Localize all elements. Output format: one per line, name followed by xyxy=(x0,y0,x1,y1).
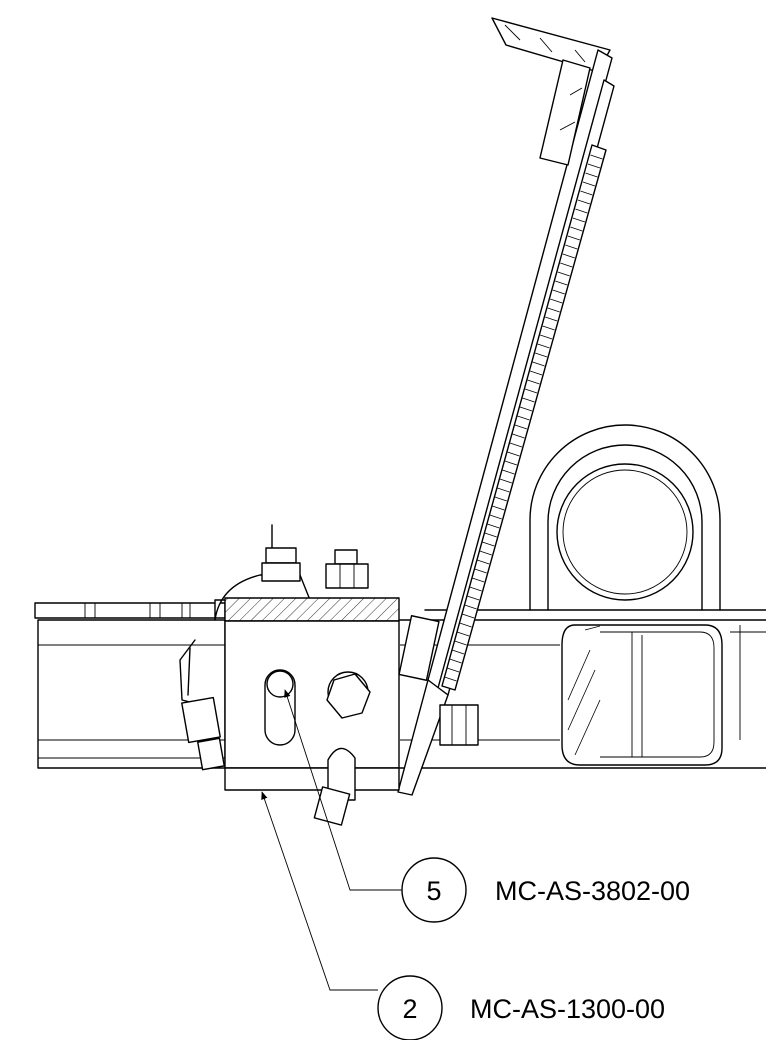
balloon-2-number: 2 xyxy=(402,994,417,1024)
serration-mark xyxy=(451,649,465,655)
serration-mark xyxy=(462,613,475,619)
callout-5: 5 MC-AS-3802-00 xyxy=(284,689,690,923)
serration-mark xyxy=(527,379,540,385)
pipe-clamp xyxy=(529,424,721,611)
serration-mark xyxy=(572,217,585,223)
serration-mark xyxy=(532,361,545,367)
right-block xyxy=(561,624,723,766)
serration-mark xyxy=(504,460,518,466)
clamp-block xyxy=(214,574,400,826)
serration-mark xyxy=(534,352,548,358)
serration-mark xyxy=(484,532,497,538)
serration-mark xyxy=(454,640,467,646)
serration-mark xyxy=(580,190,593,196)
serration-mark xyxy=(587,163,601,169)
serration-mark xyxy=(542,325,555,331)
serration-mark xyxy=(562,253,575,259)
serration-mark xyxy=(557,271,570,277)
serration-mark xyxy=(570,226,583,232)
balloon-2 xyxy=(377,975,443,1040)
serration-mark xyxy=(537,343,550,349)
serration-mark xyxy=(517,415,530,421)
serration-mark xyxy=(449,658,462,664)
serration-mark xyxy=(519,406,533,412)
top-bolts xyxy=(261,524,369,589)
serration-mark xyxy=(492,505,505,511)
serration-mark xyxy=(585,172,598,178)
serration-mark xyxy=(582,181,596,187)
serration-mark xyxy=(467,595,480,601)
serration-mark xyxy=(456,631,470,637)
serration-mark xyxy=(540,334,553,340)
serration-mark xyxy=(522,397,535,403)
serration-mark xyxy=(494,496,507,502)
left-bolt xyxy=(179,639,225,771)
callout-2: 2 MC-AS-1300-00 xyxy=(261,791,665,1040)
serration-mark xyxy=(565,244,578,250)
serration-mark xyxy=(502,469,515,475)
serration-mark xyxy=(524,388,538,394)
serration-mark xyxy=(474,568,487,574)
serration-mark xyxy=(577,199,591,205)
serration-mark xyxy=(555,280,568,286)
serration-mark xyxy=(567,235,580,241)
serration-mark xyxy=(550,298,563,304)
serration-mark xyxy=(472,577,485,583)
serration-mark xyxy=(464,604,477,610)
serration-mark xyxy=(477,559,490,565)
serration-mark xyxy=(509,442,523,448)
serration-mark xyxy=(514,424,528,430)
balloon-5 xyxy=(401,857,467,923)
serration-mark xyxy=(547,307,560,313)
serration-mark xyxy=(479,550,492,556)
serration-mark xyxy=(545,316,558,322)
serration-mark xyxy=(482,541,495,547)
serration-mark xyxy=(444,676,457,682)
serration-mark xyxy=(529,370,543,376)
serration-mark xyxy=(497,487,510,493)
serration-mark xyxy=(507,451,520,457)
serration-mark xyxy=(489,514,502,520)
serration-mark xyxy=(469,586,482,592)
plate-bolt xyxy=(398,615,479,746)
serration-mark xyxy=(499,478,513,484)
serration-mark xyxy=(487,523,500,529)
serration-mark xyxy=(552,289,565,295)
callout-5-part-number: MC-AS-3802-00 xyxy=(495,876,690,906)
angled-plate xyxy=(397,17,615,796)
serration-mark xyxy=(560,262,573,268)
serration-mark xyxy=(459,622,472,628)
serration-mark xyxy=(512,433,525,439)
balloon-5-number: 5 xyxy=(426,876,441,906)
callout-2-part-number: MC-AS-1300-00 xyxy=(470,994,665,1024)
serration-mark xyxy=(590,154,603,160)
serration-mark xyxy=(575,208,588,214)
serration-mark xyxy=(446,667,460,673)
